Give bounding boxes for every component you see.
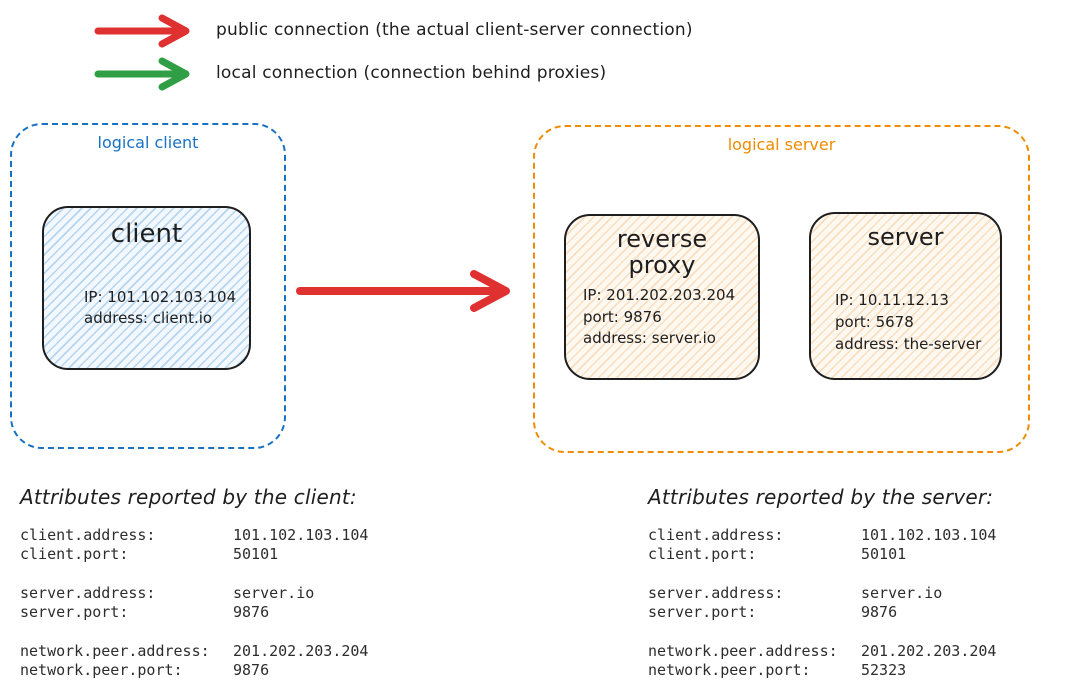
public-connection-legend-label: public connection (the actual client-ser… <box>216 20 693 40</box>
attr-key: server.port: <box>648 603 757 621</box>
logical-client-label: logical client <box>97 133 199 152</box>
server-attributes-list: client.address: 101.102.103.104 client.p… <box>648 526 996 680</box>
attr-value: 201.202.203.204 <box>233 642 369 660</box>
local-connection-arrow-icon <box>94 57 190 91</box>
attr-value: 52323 <box>861 661 907 679</box>
logical-client-group: logical client client IP: 101.102.103.10… <box>10 123 286 449</box>
attr-value: 9876 <box>861 603 898 621</box>
server-node-title: server <box>867 223 944 251</box>
attr-row: client.address: 101.102.103.104 <box>20 526 368 545</box>
reverse-proxy-title-line2: proxy <box>628 251 696 280</box>
attr-row: client.port: 50101 <box>648 545 996 564</box>
attr-row: client.address: 101.102.103.104 <box>648 526 996 545</box>
attr-row: network.peer.port: 52323 <box>648 661 996 680</box>
server-attributes-panel: Attributes reported by the server: clien… <box>648 485 996 680</box>
attr-key: network.peer.port: <box>648 661 811 679</box>
attr-key: server.address: <box>648 584 784 602</box>
attr-value: 50101 <box>233 545 279 563</box>
client-attributes-list: client.address: 101.102.103.104 client.p… <box>20 526 368 680</box>
attr-row: server.address: server.io <box>20 584 368 603</box>
server-node-port: port: 5678 <box>835 313 914 332</box>
attr-value: 9876 <box>233 603 270 621</box>
attr-key: client.address: <box>648 526 784 544</box>
public-connection-arrow-icon <box>94 14 190 48</box>
client-attributes-heading: Attributes reported by the client: <box>20 485 357 509</box>
attr-row: network.peer.port: 9876 <box>20 661 368 680</box>
reverse-proxy-node: reverse proxy IP: 201.202.203.204 port: … <box>564 214 760 380</box>
attr-value: server.io <box>861 584 943 602</box>
reverse-proxy-details: IP: 201.202.203.204 port: 9876 address: … <box>583 285 758 350</box>
attr-row: network.peer.address: 201.202.203.204 <box>20 642 368 661</box>
attr-value: 101.102.103.104 <box>233 526 369 544</box>
attr-row: server.port: 9876 <box>20 603 368 622</box>
logical-server-label: logical server <box>727 135 836 154</box>
client-node-title: client <box>110 219 183 249</box>
reverse-proxy-title-line1: reverse <box>616 225 708 253</box>
attr-key: network.peer.port: <box>20 661 183 679</box>
client-node-ip: IP: 101.102.103.104 <box>84 287 237 306</box>
attr-key: server.address: <box>20 584 156 602</box>
server-node-details: IP: 10.11.12.13 port: 5678 address: the-… <box>835 290 1000 355</box>
attr-value: 101.102.103.104 <box>861 526 997 544</box>
client-node-address: address: client.io <box>84 309 213 328</box>
attr-value: server.io <box>233 584 315 602</box>
attr-row: network.peer.address: 201.202.203.204 <box>648 642 996 661</box>
attr-key: client.port: <box>648 545 757 563</box>
reverse-proxy-port: port: 9876 <box>583 307 662 326</box>
server-node-ip: IP: 10.11.12.13 <box>835 291 949 310</box>
server-node-address: address: the-server <box>835 334 982 353</box>
local-connection-legend-label: local connection (connection behind prox… <box>216 63 607 83</box>
client-node: client IP: 101.102.103.104 address: clie… <box>42 206 251 370</box>
client-node-details: IP: 101.102.103.104 address: client.io <box>84 287 249 331</box>
attr-row: client.port: 50101 <box>20 545 368 564</box>
attr-row: server.address: server.io <box>648 584 996 603</box>
logical-server-group: logical server reverse proxy IP: 201.202… <box>533 125 1030 453</box>
attr-key: network.peer.address: <box>20 642 210 660</box>
attr-value: 9876 <box>233 661 270 679</box>
attr-key: server.port: <box>20 603 129 621</box>
client-to-server-arrow-icon <box>296 270 510 312</box>
reverse-proxy-address: address: server.io <box>583 329 716 348</box>
server-node: server IP: 10.11.12.13 port: 5678 addres… <box>809 212 1002 380</box>
attr-row: server.port: 9876 <box>648 603 996 622</box>
reverse-proxy-ip: IP: 201.202.203.204 <box>583 285 736 304</box>
attr-value: 50101 <box>861 545 907 563</box>
client-attributes-panel: Attributes reported by the client: clien… <box>20 485 368 680</box>
attr-key: client.address: <box>20 526 156 544</box>
attr-key: client.port: <box>20 545 129 563</box>
attr-key: network.peer.address: <box>648 642 838 660</box>
server-attributes-heading: Attributes reported by the server: <box>648 485 994 509</box>
attr-value: 201.202.203.204 <box>861 642 997 660</box>
